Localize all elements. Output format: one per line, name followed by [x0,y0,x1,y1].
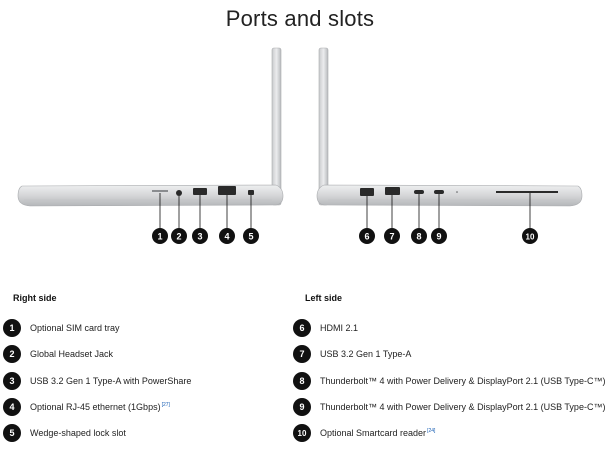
legend-number: 5 [3,424,21,443]
legend-number: 6 [293,319,311,338]
svg-text:6: 6 [364,232,369,242]
headset-jack-port [176,190,182,196]
legend-number: 1 [3,319,21,338]
legend-number: 10 [293,424,311,443]
legend-item: 4 Optional RJ-45 ethernet (1Gbps)[27] [3,394,191,420]
legend-number: 3 [3,371,21,390]
legend-label: Optional Smartcard reader[24] [320,428,436,439]
legend-item: 5 Wedge-shaped lock slot [3,420,191,446]
legend-label: Thunderbolt™ 4 with Power Delivery & Dis… [320,402,605,413]
legend-label: Global Headset Jack [30,349,114,360]
svg-text:3: 3 [197,232,202,242]
callout-markers: 1 2 3 4 5 6 7 8 [152,228,538,244]
callouts [159,193,531,228]
callout-1: 1 [152,228,168,244]
legend-item: 7 USB 3.2 Gen 1 Type-A [293,341,605,367]
svg-text:7: 7 [389,232,394,242]
laptop-lid [271,47,282,206]
usb-a-port [193,188,207,195]
legend-item: 8 Thunderbolt™ 4 with Power Delivery & D… [293,368,605,394]
laptop-lid [318,47,329,206]
page-title: Ports and slots [225,6,375,31]
legend-label: Optional SIM card tray [30,323,120,334]
smartcard-slot [496,191,558,193]
thunderbolt-port-1 [414,190,424,194]
legend-number: 8 [293,371,311,390]
callout-9: 9 [431,228,447,244]
svg-text:9: 9 [436,232,441,242]
legend-label: USB 3.2 Gen 1 Type-A with PowerShare [30,375,192,386]
right-side-heading: Right side [13,293,57,303]
legend-item: 6 HDMI 2.1 [293,315,605,341]
legend-label: Optional RJ-45 ethernet (1Gbps)[27] [30,402,170,413]
ports-illustration: 1 2 3 4 5 6 7 8 [17,47,583,244]
svg-text:5: 5 [248,232,253,242]
right-side-legend: 1 Optional SIM card tray 2 Global Headse… [3,315,191,446]
callout-8: 8 [411,228,427,244]
svg-text:8: 8 [416,232,421,242]
hdmi-port [360,188,374,196]
callout-5: 5 [243,228,259,244]
legend-label: USB 3.2 Gen 1 Type-A [320,349,412,360]
svg-text:4: 4 [224,232,229,242]
callout-7: 7 [384,228,400,244]
rj45-port [218,186,236,195]
laptop-base [316,184,583,207]
legend-item: 10 Optional Smartcard reader[24] [293,420,605,446]
legend-item: 9 Thunderbolt™ 4 with Power Delivery & D… [293,394,605,420]
sim-tray [152,190,168,192]
left-side-heading: Left side [305,293,343,303]
legend-item: 2 Global Headset Jack [3,341,191,367]
legend-item: 3 USB 3.2 Gen 1 Type-A with PowerShare [3,368,191,394]
left-side-laptop [316,47,583,207]
callout-6: 6 [359,228,375,244]
thunderbolt-port-2 [434,190,444,194]
legend-number: 2 [3,345,21,364]
legend-number: 7 [293,345,311,364]
legend-label: HDMI 2.1 [320,323,359,334]
legend-label: Wedge-shaped lock slot [30,428,126,439]
callout-10: 10 [522,228,538,244]
legend-number: 4 [3,398,21,417]
legend-number: 9 [293,398,311,417]
footnote-link[interactable]: [27] [161,402,170,409]
lock-slot [248,190,254,195]
callout-2: 2 [171,228,187,244]
callout-3: 3 [192,228,208,244]
footnote-link[interactable]: [24] [427,428,436,435]
svg-text:1: 1 [157,232,162,242]
legend-item: 1 Optional SIM card tray [3,315,191,341]
right-side-laptop [17,47,284,207]
svg-text:10: 10 [526,233,535,242]
usb-a-port [385,187,400,195]
left-side-legend: 6 HDMI 2.1 7 USB 3.2 Gen 1 Type-A 8 Thun… [293,315,605,446]
laptop-base [17,184,284,207]
svg-text:2: 2 [176,232,181,242]
legend-label: Thunderbolt™ 4 with Power Delivery & Dis… [320,375,605,386]
callout-4: 4 [219,228,235,244]
